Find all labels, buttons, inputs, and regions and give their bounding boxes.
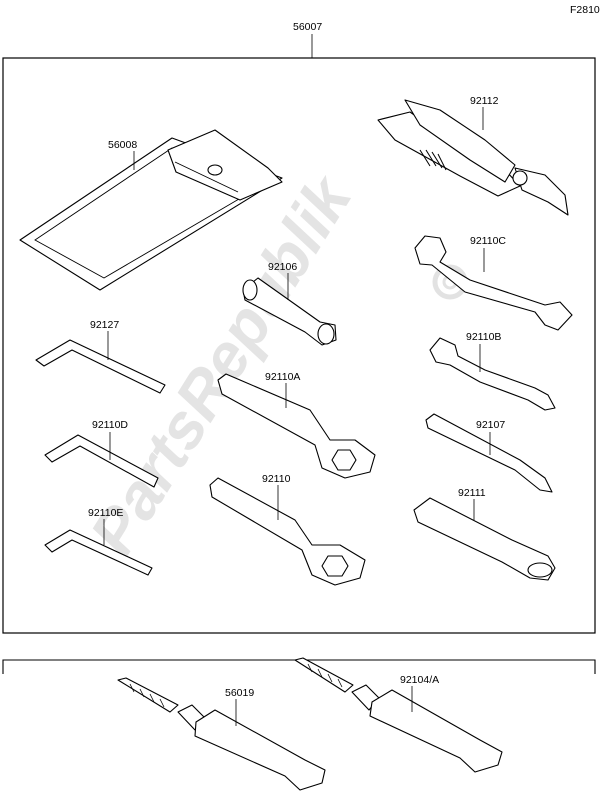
label-92111: 92111 <box>458 487 486 499</box>
handle-92111: 92111 <box>413 487 556 581</box>
label-56007: 56007 <box>293 21 322 33</box>
wrench-92110C: 92110C <box>414 235 573 331</box>
tube-92104A: 92104/A <box>294 657 503 773</box>
ring-wrench-92110A: 92110A <box>217 371 376 479</box>
figure-code: F2810 <box>570 4 600 16</box>
label-92104A: 92104/A <box>400 674 439 686</box>
label-92110C: 92110C <box>470 235 506 247</box>
kit-box: 56007 <box>2 21 596 634</box>
hex-key-92110D: 92110D <box>44 419 159 488</box>
label-92112: 92112 <box>470 95 499 107</box>
hex-key-92127: 92127 <box>35 319 166 394</box>
label-92110E: 92110E <box>88 507 123 519</box>
extension-92106: 92106 <box>242 261 337 346</box>
label-92110B: 92110B <box>466 331 501 343</box>
label-92106: 92106 <box>268 261 297 273</box>
label-92127: 92127 <box>90 319 119 331</box>
screwdriver-92107: 92107 <box>425 413 553 493</box>
label-92110: 92110 <box>262 473 291 485</box>
pliers-92112: 92112 <box>377 95 569 216</box>
label-56019: 56019 <box>225 687 254 699</box>
ring-wrench-92110: 92110 <box>209 473 366 586</box>
label-56008: 56008 <box>108 139 137 151</box>
tool-case-56008: 56008 <box>19 129 283 291</box>
hex-key-92110E: 92110E <box>44 507 153 576</box>
label-92107: 92107 <box>476 419 505 431</box>
wrench-92110B: 92110B <box>429 331 556 411</box>
label-92110D: 92110D <box>92 419 128 431</box>
label-92110A: 92110A <box>265 371 300 383</box>
tube-56019: 56019 <box>117 677 326 791</box>
